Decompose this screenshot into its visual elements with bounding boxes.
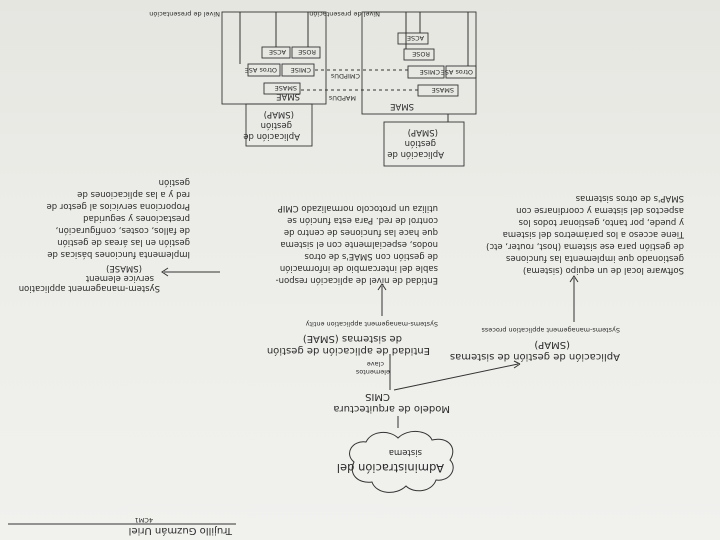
stack-right-app-1: Aplicación de xyxy=(243,131,300,142)
stack-right-otros: Otros ASE xyxy=(245,66,277,74)
middle-desc-7: utiliza un protocolo normalizado CMIP xyxy=(278,203,438,213)
model-to-left-line xyxy=(393,363,519,391)
middle-branch: Entidad de aplicación de gestión de sist… xyxy=(267,203,438,357)
root-label-1: Administración del xyxy=(337,461,444,475)
stack-right-app-3: (SMAP) xyxy=(264,109,294,119)
right-desc-5: Proporciona servicios al gestor de xyxy=(46,201,190,211)
stack-left-app-3: (SMAP) xyxy=(408,127,438,137)
keys-label-2: clave xyxy=(367,360,384,368)
left-desc-3: de gestión para ese sistema (host, route… xyxy=(486,241,684,252)
model-node: Modelo de arquitectura CMIS elementos cl… xyxy=(333,360,450,414)
left-arrow-head xyxy=(569,275,579,283)
stack-right: Aplicación de gestión (SMAP) SMAE SMASE … xyxy=(149,10,327,147)
stack-left-smae-label: SMAE xyxy=(390,101,414,111)
stack-right-cmise-box xyxy=(281,63,315,77)
left-title-1: Aplicación de gestión de sistemas xyxy=(450,351,620,363)
left-subtitle: Systems-management application process xyxy=(481,326,620,334)
middle-subtitle: Systems-management application entity xyxy=(305,320,438,328)
right-desc-4: prestaciones y seguridad xyxy=(83,213,190,223)
cmipdu-label: CMIPDUs xyxy=(330,72,360,80)
root-label-2: sistema xyxy=(389,447,422,457)
mapdu-label: MAPDUs xyxy=(328,94,356,102)
stack-right-smae-box xyxy=(221,11,327,105)
stack-left-rose: ROSE xyxy=(412,50,430,58)
right-desc-7: gestión xyxy=(159,177,190,188)
right-desc-1: Implementa funciones básicas de xyxy=(47,249,190,259)
left-title-2: (SMAP) xyxy=(534,339,570,350)
model-label-2: CMIS xyxy=(365,391,390,402)
stack-right-app-2: gestión xyxy=(261,120,292,131)
author-mark: 4CM1 xyxy=(135,516,153,524)
root-node: Administración del sistema xyxy=(337,431,454,493)
right-title-1: System-management application xyxy=(19,283,160,293)
stack-links: MAPDUs CMIPDUs xyxy=(300,69,418,102)
stack-left-app-box xyxy=(383,121,465,167)
root-cloud xyxy=(349,431,454,493)
stack-left-rose-box xyxy=(403,48,435,61)
stack-right-smae-label: SMAE xyxy=(276,91,300,101)
middle-desc-1: Entidad de nivel de aplicación respon- xyxy=(276,275,438,286)
stack-left-acse: ACSE xyxy=(407,34,424,42)
stack-right-smase-box xyxy=(263,82,301,95)
left-branch: Aplicación de gestión de sistemas (SMAP)… xyxy=(450,193,685,363)
stack-left-otros-box xyxy=(445,65,477,79)
middle-title-1: Entidad de aplicación de gestión xyxy=(267,345,430,357)
stack-right-rose: ROSE xyxy=(298,48,316,56)
left-desc-4: Tiene acceso a los parámetros del sistem… xyxy=(503,229,685,239)
middle-desc-3: de gestión con SMAE's de otros xyxy=(304,251,438,262)
right-arrow-head xyxy=(161,267,169,277)
stack-left-smae-box xyxy=(361,11,477,115)
middle-arrow-head xyxy=(377,283,387,291)
right-desc-6: red y a las aplicaciones de xyxy=(77,189,190,199)
left-desc-6: aspectos del sistema y coordinarse con xyxy=(516,205,684,215)
stack-left-otros: Otros ASE xyxy=(441,68,473,76)
stack-right-otros-box xyxy=(247,63,281,77)
stack-right-smase: SMASE xyxy=(275,84,297,92)
stack-right-acse: ACSE xyxy=(269,48,286,56)
stack-left-smase: SMASE xyxy=(432,86,454,94)
middle-desc-2: sable del intercambio de información xyxy=(280,263,438,274)
left-desc-7: SMAP's de otros sistemas xyxy=(575,193,684,203)
author-block: Trujillo Guzmán Uriel 4CM1 xyxy=(8,516,236,537)
left-desc-2: gestionado que implementa las funciones xyxy=(505,253,684,263)
right-branch: System-management application service el… xyxy=(19,177,220,293)
stack-right-level: Nivel de presentación xyxy=(149,10,220,18)
stack-left-app-2: gestión xyxy=(405,138,436,149)
stack-left: Aplicación de gestión (SMAP) SMAE SMASE … xyxy=(309,10,477,167)
stack-left-cmise: CMISE xyxy=(420,68,440,76)
stack-left-level: Nivel de presentación xyxy=(309,10,380,18)
stack-right-cmise: CMISE xyxy=(291,66,311,74)
stack-left-acse-box xyxy=(397,32,429,45)
right-desc-2: gestión en las áreas de gestión xyxy=(57,237,190,248)
middle-desc-4: nodos, especialmente con el sistema xyxy=(280,239,438,249)
model-label-1: Modelo de arquitectura xyxy=(333,403,450,414)
left-desc-1: Software local de un equipo (sistema) xyxy=(523,265,684,275)
stack-right-rose-box xyxy=(291,46,321,59)
left-arrowhead xyxy=(513,360,521,369)
keys-label-1: elementos xyxy=(355,368,390,376)
stack-left-cmise-box xyxy=(407,65,445,79)
middle-desc-6: control de red. Para esta función se xyxy=(287,215,438,226)
right-desc-3: de fallos, costes, configuración, xyxy=(56,225,190,236)
right-title-3: (SMASE) xyxy=(106,263,142,273)
right-title-2: service element xyxy=(85,273,154,283)
middle-title-2: de sistemas (SMAE) xyxy=(303,333,402,344)
left-desc-5: y puede, por tanto, gestionar todos los xyxy=(518,217,684,227)
middle-desc-5: que hace las funciones de centro de xyxy=(284,227,438,237)
stack-left-app-1: Aplicación de xyxy=(387,149,444,160)
author-name: Trujillo Guzmán Uriel xyxy=(129,525,233,537)
